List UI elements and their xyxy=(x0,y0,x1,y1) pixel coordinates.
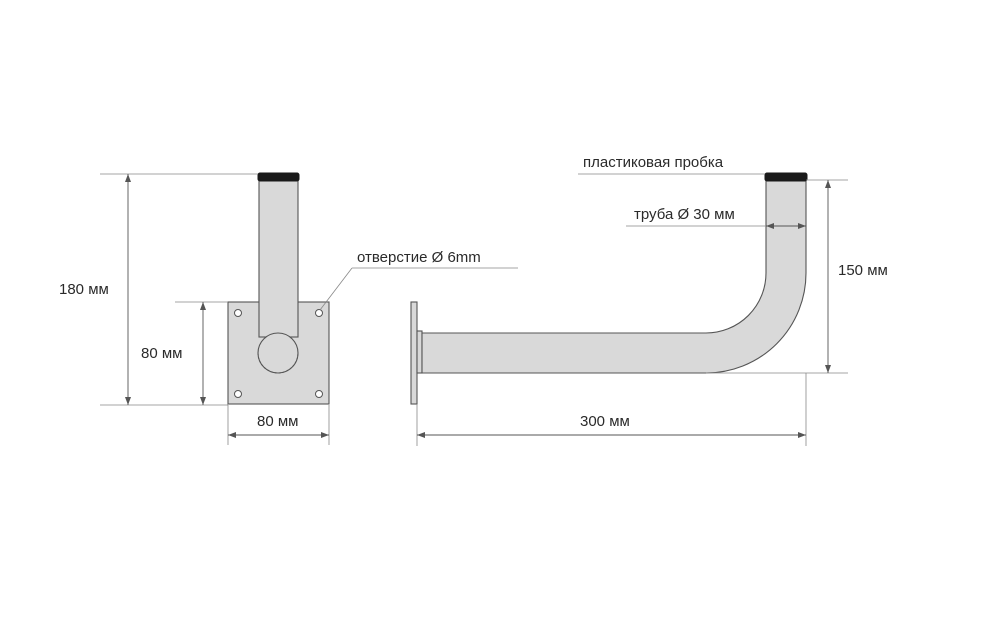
front-view: 180 мм 80 мм 80 мм отверстие Ø 6mm xyxy=(59,172,518,445)
label-height-total: 180 мм xyxy=(59,281,109,298)
mounting-hole-bottom-left xyxy=(234,390,242,398)
label-hole: отверстие Ø 6mm xyxy=(357,249,481,266)
plastic-cap-front xyxy=(257,172,300,182)
mounting-hole-bottom-right xyxy=(315,390,323,398)
label-tube: труба Ø 30 мм xyxy=(634,206,735,223)
label-rise: 150 мм xyxy=(838,262,888,279)
mounting-hole-top-right xyxy=(315,309,323,317)
dim-arrows-tube xyxy=(766,223,806,229)
mounting-hole-top-left xyxy=(234,309,242,317)
plastic-cap-side xyxy=(764,172,808,182)
label-plate-height: 80 мм xyxy=(141,345,182,362)
vertical-tube xyxy=(258,179,299,338)
l-shaped-tube xyxy=(421,179,807,374)
label-plate-width: 80 мм xyxy=(257,413,298,430)
tube-base xyxy=(257,332,299,374)
wall-plate-side xyxy=(410,301,418,405)
weld-flange xyxy=(416,330,423,374)
label-cap: пластиковая пробка xyxy=(583,154,724,171)
side-view: пластиковая пробка труба Ø 30 мм 150 мм … xyxy=(410,154,888,446)
label-length: 300 мм xyxy=(580,413,630,430)
hole-leader-diagonal xyxy=(319,267,353,311)
